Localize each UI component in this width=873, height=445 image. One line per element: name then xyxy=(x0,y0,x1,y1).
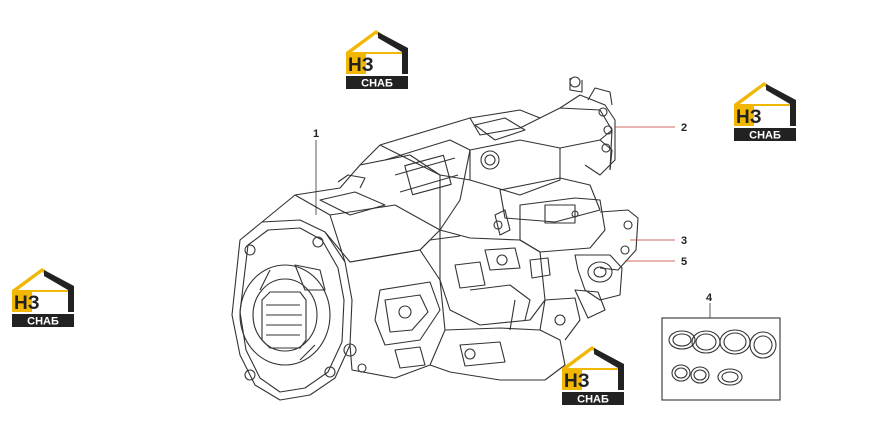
callout-1[interactable]: 1 xyxy=(313,128,319,215)
o-ring xyxy=(717,368,743,386)
snab-logo: НЗ СНАБ xyxy=(734,82,796,142)
callouts: 1 2 3 5 4 xyxy=(313,122,713,318)
logo-letters: НЗ xyxy=(348,55,374,76)
callout-4[interactable]: 4 xyxy=(706,292,713,318)
callout-label-4: 4 xyxy=(706,292,713,304)
callout-5[interactable]: 5 xyxy=(625,256,687,268)
watermark-logos: НЗ СНАБ НЗ СНАБ НЗ СНАБ НЗ СНАБ xyxy=(12,30,796,406)
logo-word: СНАБ xyxy=(361,78,393,90)
callout-label-1: 1 xyxy=(313,128,319,140)
seal-kit-frame xyxy=(661,317,781,401)
snab-logo: НЗ СНАБ xyxy=(562,346,624,406)
logo-letters: НЗ xyxy=(564,371,590,392)
o-ring xyxy=(671,364,691,382)
callout-3[interactable]: 3 xyxy=(630,235,687,247)
logo-word: СНАБ xyxy=(577,394,609,406)
snab-logo: НЗ СНАБ xyxy=(346,30,408,90)
logo-word: СНАБ xyxy=(27,316,59,328)
callout-2[interactable]: 2 xyxy=(615,122,687,134)
logo-letters: НЗ xyxy=(736,107,762,128)
hydraulic-pump xyxy=(231,76,639,401)
seal-kit xyxy=(661,317,781,401)
logo-letters: НЗ xyxy=(14,293,40,314)
o-ring xyxy=(668,330,696,350)
o-ring xyxy=(749,331,777,359)
callout-label-2: 2 xyxy=(681,122,687,134)
callout-label-5: 5 xyxy=(681,256,687,268)
logo-word: СНАБ xyxy=(749,130,781,142)
snab-logo: НЗ СНАБ xyxy=(12,268,74,328)
o-ring xyxy=(690,366,710,384)
callout-label-3: 3 xyxy=(681,235,687,247)
